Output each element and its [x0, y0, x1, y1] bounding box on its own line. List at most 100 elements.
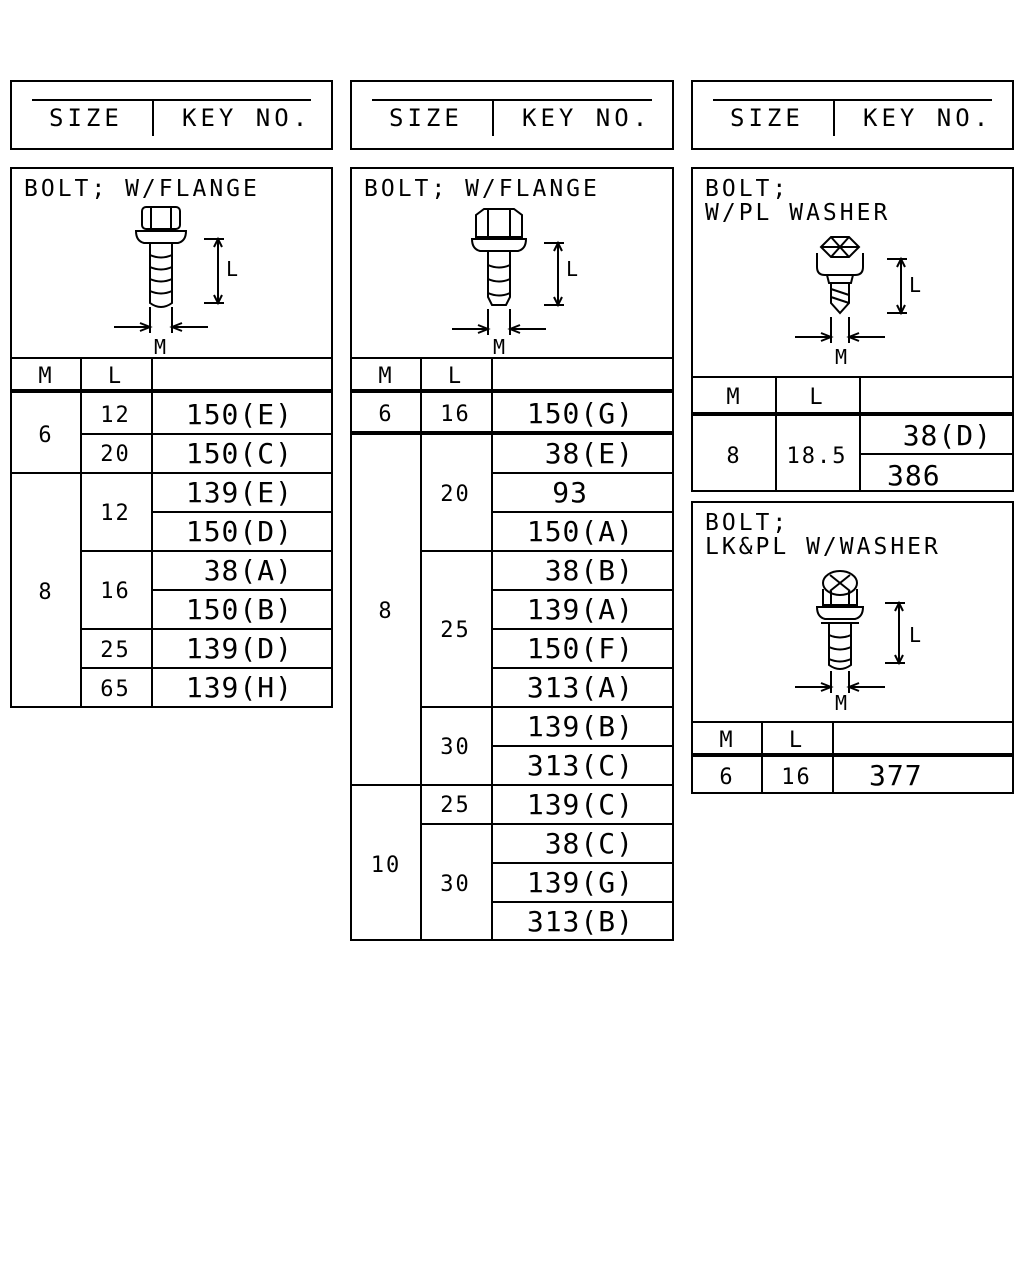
l-value: 25 — [440, 793, 471, 818]
diameter-label: M — [154, 335, 167, 359]
m-value: 8 — [378, 599, 394, 624]
m-value: 10 — [370, 853, 402, 878]
lock-washer-bolt-illustration — [795, 570, 905, 693]
table-rule — [693, 376, 1012, 378]
key-number: 313(C) — [526, 749, 634, 782]
key-number: 139(B) — [526, 710, 634, 743]
size-key-header-2: SIZE KEY NO. — [350, 80, 674, 150]
col-header-l: L — [447, 364, 464, 389]
table-rule — [491, 901, 672, 903]
table-rule — [80, 433, 331, 435]
m-value: 8 — [38, 580, 54, 605]
key-number: 150(A) — [526, 515, 634, 548]
panel-bolt-w-flange-2: BOLT; W/FLANGE L M M L 6 8 10 — [350, 167, 674, 941]
length-label: L — [566, 257, 579, 281]
column-divider — [420, 357, 422, 939]
size-label: SIZE — [49, 104, 123, 132]
table-rule — [420, 706, 672, 708]
length-label: L — [909, 273, 922, 297]
table-rule — [352, 784, 672, 786]
table-rule — [12, 389, 331, 393]
key-no-label: KEY NO. — [182, 104, 312, 132]
col-header-m: M — [726, 385, 742, 410]
key-number: 139(C) — [526, 788, 634, 821]
l-value: 12 — [100, 403, 131, 428]
key-number: 150(B) — [185, 593, 293, 626]
col-header-m: M — [378, 364, 394, 389]
table-rule — [80, 628, 331, 630]
size-label: SIZE — [730, 104, 804, 132]
table-rule — [80, 550, 331, 552]
key-number: 38(A) — [203, 554, 293, 587]
header-rule — [713, 99, 992, 101]
table-rule — [859, 453, 1012, 455]
diameter-label: M — [493, 335, 506, 359]
key-number: 150(G) — [526, 397, 634, 430]
col-header-m: M — [38, 364, 54, 389]
table-rule — [80, 667, 331, 669]
panel-bolt-w-pl-washer: BOLT; W/PL WASHER L M M L 8 18.5 38(D) 3… — [691, 167, 1014, 492]
table-rule — [151, 511, 331, 513]
col-header-m: M — [719, 728, 735, 753]
flange-bolt-illustration — [114, 206, 224, 333]
l-value: 30 — [440, 872, 471, 897]
key-number: 386 — [887, 459, 941, 492]
key-number: 38(D) — [902, 419, 992, 452]
column-divider — [859, 376, 861, 490]
table-rule — [491, 745, 672, 747]
l-value: 16 — [440, 402, 471, 427]
panel-bolt-w-flange-1: BOLT; W/FLANGE L M M L 6 8 12 20 12 16 — [10, 167, 333, 708]
column-divider — [761, 721, 763, 792]
table-rule — [420, 550, 672, 552]
table-rule — [352, 389, 672, 393]
length-label: L — [226, 257, 239, 281]
column-divider — [832, 721, 834, 792]
table-rule — [491, 472, 672, 474]
table-rule — [491, 589, 672, 591]
m-value: 8 — [726, 444, 742, 469]
size-key-header-3: SIZE KEY NO. — [691, 80, 1014, 150]
key-number: 139(G) — [526, 866, 634, 899]
table-rule — [693, 721, 1012, 723]
panel-title: BOLT; W/FLANGE — [24, 176, 260, 202]
table-rule — [491, 511, 672, 513]
key-number: 139(A) — [526, 593, 634, 626]
l-value: 20 — [100, 442, 131, 467]
l-value: 12 — [100, 501, 131, 526]
key-number: 313(B) — [526, 905, 634, 938]
m-value: 6 — [378, 402, 394, 427]
key-number: 150(C) — [185, 437, 293, 470]
header-rule — [372, 99, 652, 101]
column-divider — [151, 357, 153, 706]
panel-title-line-2: W/PL WASHER — [705, 200, 891, 226]
table-rule — [12, 357, 331, 359]
panel-title-line-1: BOLT; — [705, 176, 790, 202]
table-rule — [151, 589, 331, 591]
column-divider — [775, 376, 777, 490]
key-number: 93 — [552, 476, 588, 509]
l-value: 25 — [440, 618, 471, 643]
table-rule — [491, 862, 672, 864]
diameter-label: M — [835, 691, 848, 715]
l-value: 16 — [100, 579, 131, 604]
l-value: 16 — [781, 765, 812, 790]
key-number: 313(A) — [526, 671, 634, 704]
col-header-l: L — [809, 385, 825, 410]
key-number: 139(D) — [185, 632, 293, 665]
size-label: SIZE — [389, 104, 463, 132]
key-number: 139(H) — [185, 671, 293, 704]
col-header-l: L — [107, 364, 124, 389]
column-divider — [491, 357, 493, 939]
key-number: 377 — [869, 759, 923, 792]
header-divider — [833, 99, 835, 136]
table-rule — [352, 431, 672, 435]
panel-bolt-lk-pl-w-washer: BOLT; LK&PL W/WASHER L M M L 6 16 377 — [691, 501, 1014, 794]
table-rule — [693, 753, 1012, 757]
table-rule — [352, 357, 672, 359]
table-rule — [491, 667, 672, 669]
table-rule — [420, 823, 672, 825]
l-value: 20 — [440, 482, 471, 507]
key-number: 38(B) — [544, 554, 634, 587]
washer-bolt-illustration — [795, 236, 907, 343]
l-value: 65 — [100, 677, 131, 702]
